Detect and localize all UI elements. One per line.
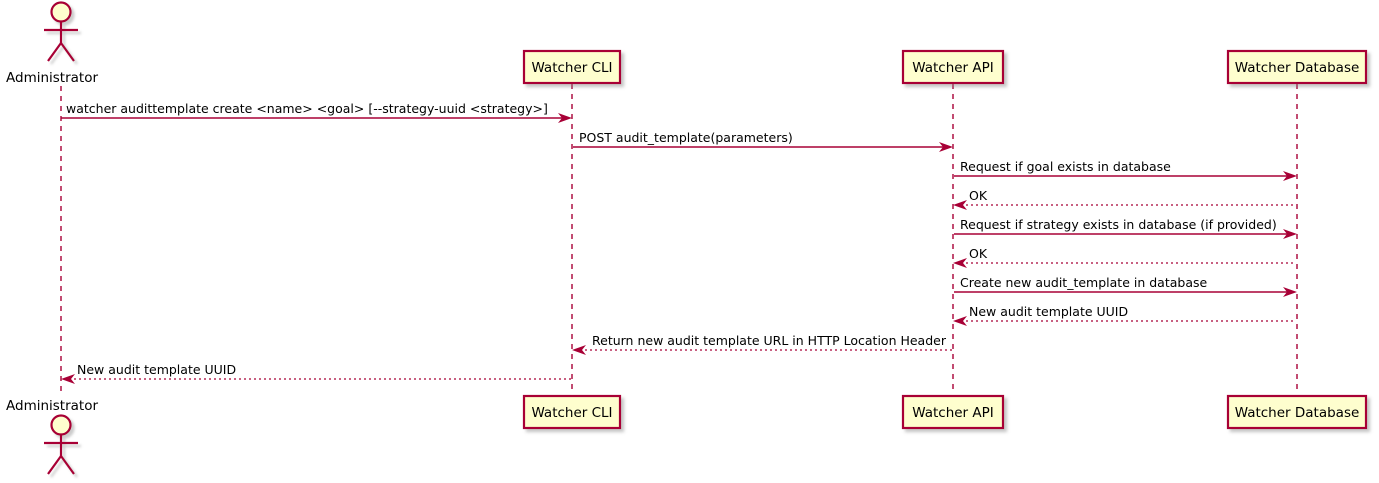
message-label: New audit template UUID (969, 304, 1128, 319)
message-label: OK (969, 246, 988, 261)
arrowhead-left-icon (61, 374, 75, 384)
message-4[interactable]: OK (953, 188, 1296, 210)
participant-watcher-cli-top[interactable]: Watcher CLI (522, 49, 622, 85)
arrowhead-left-icon (953, 200, 967, 210)
participant-watcher-database-bottom[interactable]: Watcher Database (1226, 394, 1368, 430)
message-9[interactable]: Return new audit template URL in HTTP Lo… (572, 333, 952, 355)
arrowhead-right-icon (1283, 229, 1297, 239)
actor-head-icon (50, 1, 72, 23)
message-label: watcher audittemplate create <name> <goa… (66, 101, 548, 116)
participant-box (901, 49, 1005, 85)
message-2[interactable]: POST audit_template(parameters) (573, 130, 953, 152)
actor-leg-right-icon (60, 42, 75, 62)
actor-label-administrator-bottom: Administrator (6, 398, 98, 414)
message-label: Request if goal exists in database (960, 159, 1171, 174)
participant-watcher-cli-bottom[interactable]: Watcher CLI (522, 394, 622, 430)
arrowhead-left-icon (572, 345, 586, 355)
participant-watcher-database-top[interactable]: Watcher Database (1226, 49, 1368, 85)
participant-label: Watcher Database (1235, 405, 1360, 421)
arrowhead-left-icon (953, 316, 967, 326)
arrowhead-left-icon (953, 258, 967, 268)
actor-leg-left-icon (47, 455, 62, 475)
actor-administrator-top[interactable] (44, 1, 78, 62)
arrowhead-right-icon (939, 142, 953, 152)
participant-box (522, 49, 622, 85)
message-8[interactable]: New audit template UUID (953, 304, 1296, 326)
actor-label-administrator-top: Administrator (6, 70, 98, 86)
participant-label: Watcher CLI (531, 405, 612, 421)
message-label: New audit template UUID (77, 362, 236, 377)
participant-label: Watcher CLI (531, 60, 612, 76)
message-1[interactable]: watcher audittemplate create <name> <goa… (61, 101, 572, 123)
message-5[interactable]: Request if strategy exists in database (… (954, 217, 1297, 239)
message-label: Request if strategy exists in database (… (960, 217, 1277, 232)
message-7[interactable]: Create new audit_template in database (954, 275, 1297, 297)
arrowhead-right-icon (1283, 171, 1297, 181)
participant-box (1226, 49, 1368, 85)
message-10[interactable]: New audit template UUID (61, 362, 571, 384)
message-label: Create new audit_template in database (960, 275, 1207, 290)
actor-leg-left-icon (47, 42, 62, 62)
participant-watcher-api-bottom[interactable]: Watcher API (901, 394, 1005, 430)
participant-box (522, 394, 622, 430)
message-label: Return new audit template URL in HTTP Lo… (592, 333, 947, 348)
actor-administrator-bottom[interactable] (44, 414, 78, 475)
arrowhead-right-icon (558, 113, 572, 123)
message-3[interactable]: Request if goal exists in database (954, 159, 1297, 181)
participant-label: Watcher Database (1235, 60, 1360, 76)
message-label: POST audit_template(parameters) (579, 130, 793, 145)
message-label: OK (969, 188, 988, 203)
participant-label: Watcher API (912, 405, 994, 421)
participant-watcher-api-top[interactable]: Watcher API (901, 49, 1005, 85)
participant-box (901, 394, 1005, 430)
actor-head-icon (50, 414, 72, 436)
lifelines-group (60, 84, 1298, 394)
arrowhead-right-icon (1283, 287, 1297, 297)
participant-box (1226, 394, 1368, 430)
message-6[interactable]: OK (953, 246, 1296, 268)
actor-leg-right-icon (60, 455, 75, 475)
participant-label: Watcher API (912, 60, 994, 76)
